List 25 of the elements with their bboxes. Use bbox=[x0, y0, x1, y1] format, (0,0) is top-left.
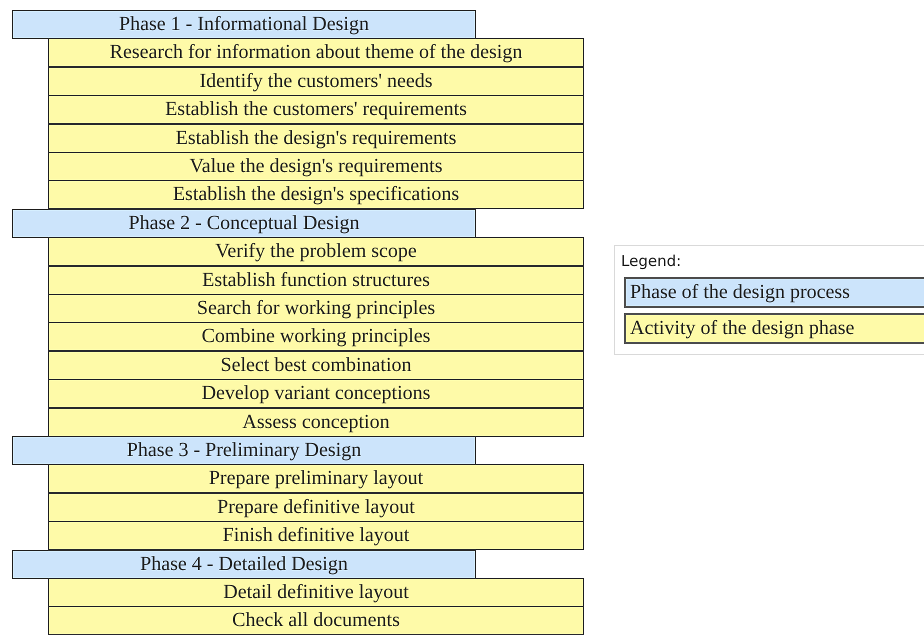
activity-box: Establish the design's requirements bbox=[48, 124, 584, 153]
phase-box: Phase 3 - Preliminary Design bbox=[12, 436, 476, 465]
phase-box: Phase 4 - Detailed Design bbox=[12, 550, 476, 579]
phase-box: Phase 2 - Conceptual Design bbox=[12, 208, 476, 238]
activity-box: Value the design's requirements bbox=[48, 152, 584, 181]
activity-box: Research for information about theme of the design bbox=[48, 38, 584, 68]
legend-title: Legend: bbox=[621, 252, 682, 270]
activity-box: Combine working principles bbox=[48, 322, 584, 352]
activity-box: Identify the customers' needs bbox=[48, 66, 584, 96]
activity-box: Finish definitive layout bbox=[48, 521, 584, 550]
activity-box: Prepare preliminary layout bbox=[48, 464, 584, 494]
activity-box: Select best combination bbox=[48, 350, 584, 380]
legend-swatch: Activity of the design phase bbox=[624, 313, 924, 344]
activity-box: Verify the problem scope bbox=[48, 237, 584, 266]
phase-box: Phase 1 - Informational Design bbox=[12, 10, 476, 39]
activity-box: Establish the design's specifications bbox=[48, 180, 584, 210]
activity-box: Establish the customers' requirements bbox=[48, 95, 584, 124]
activity-box: Check all documents bbox=[48, 606, 584, 635]
activity-box: Search for working principles bbox=[48, 294, 584, 323]
activity-box: Establish function structures bbox=[48, 266, 584, 295]
activity-box: Assess conception bbox=[48, 408, 584, 437]
activity-box: Detail definitive layout bbox=[48, 578, 584, 607]
activity-box: Prepare definitive layout bbox=[48, 492, 584, 522]
activity-box: Develop variant conceptions bbox=[48, 379, 584, 408]
legend-swatch: Phase of the design process bbox=[624, 277, 924, 308]
